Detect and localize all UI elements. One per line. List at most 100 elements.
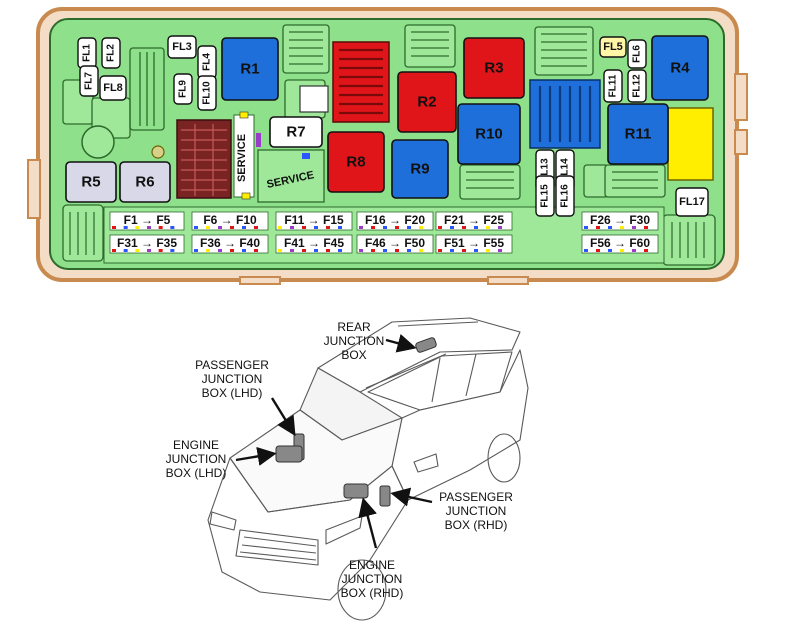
- engine-junction-box-rhd-marker: [343, 483, 369, 499]
- fuse-stub: [218, 249, 222, 252]
- fuse-range-f36-40: F36 → F40: [191, 234, 269, 254]
- fusible-link-label: FL3: [172, 41, 192, 53]
- fuse-stub: [419, 226, 423, 229]
- fuse-range-f41-45: F41 → F45: [275, 234, 353, 254]
- callout-arrows: [235, 333, 433, 549]
- yellow-block: [667, 107, 714, 181]
- fusible-link-body: [167, 35, 197, 59]
- svg-text:PASSENGER: PASSENGER: [195, 358, 269, 372]
- fuse-range-strip: [191, 234, 269, 254]
- fusible-link-fl3: FL3: [167, 35, 197, 59]
- fuse-range-f26-30: F26 → F30: [581, 211, 659, 231]
- fusible-link-fl12: FL12: [627, 69, 647, 103]
- fusible-link-label: FL9: [178, 80, 189, 98]
- fuse-stub: [462, 249, 466, 252]
- vehicle-headlight: [325, 515, 363, 545]
- svg-text:ENGINE: ENGINE: [173, 438, 219, 452]
- callout-rear: REAR JUNCTION BOX: [324, 320, 385, 362]
- fuse-stub: [242, 249, 246, 252]
- relay-r3: R3: [463, 37, 525, 99]
- relay-r11: R11: [607, 103, 669, 165]
- relay-label: R3: [484, 60, 503, 77]
- fuse-stub: [123, 249, 128, 252]
- fuse-stub: [498, 226, 502, 229]
- fuse-stub: [596, 249, 600, 252]
- brown-fuse-block: [176, 119, 232, 199]
- fuse-stub: [359, 249, 363, 252]
- fuse-stub: [254, 226, 258, 229]
- fusible-link-fl16: FL16: [555, 175, 575, 217]
- fuse-stub: [632, 249, 636, 252]
- fuse-range-f21-25: F21 → F25: [435, 211, 513, 231]
- relay-label: R9: [410, 161, 429, 178]
- fusible-link-fl17: FL17: [675, 187, 709, 217]
- fuse-stub: [438, 249, 442, 252]
- pin-header: [129, 47, 165, 131]
- svg-text:JUNCTION: JUNCTION: [166, 452, 227, 466]
- relay-r2: R2: [397, 71, 457, 133]
- fusible-link-label: FL8: [103, 82, 123, 94]
- fuse-stub: [170, 249, 175, 252]
- fusible-link-fl15: FL15: [535, 175, 555, 217]
- svg-text:BOX: BOX: [341, 348, 366, 362]
- fusible-link-body: [535, 175, 555, 217]
- fuse-stub: [644, 249, 648, 252]
- fuse-stub: [596, 226, 600, 229]
- fusible-link-body: [173, 73, 193, 105]
- fuse-stub: [474, 226, 478, 229]
- fuse-range-label: F51 → F55: [444, 236, 504, 250]
- svg-text:BOX (LHD): BOX (LHD): [166, 466, 227, 480]
- fuse-stub: [242, 226, 246, 229]
- fusible-link-fl1: FL1: [77, 37, 97, 69]
- fuse-range-label: F6 → F10: [203, 213, 257, 227]
- callout-passenger-rhd: PASSENGER JUNCTION BOX (RHD): [439, 490, 513, 532]
- fuse-stub: [230, 226, 234, 229]
- fuse-range-strip: [581, 211, 659, 231]
- fusible-link-label: FL4: [202, 53, 213, 71]
- fuse-range-label: F21 → F25: [444, 213, 504, 227]
- connector-ribs: [69, 31, 705, 258]
- fuse-stub: [620, 249, 624, 252]
- service-yellow-fuse: [241, 192, 251, 200]
- fuse-stub: [359, 226, 363, 229]
- fusible-link-body: [99, 75, 127, 101]
- fuse-stub: [206, 249, 210, 252]
- vehicle-front-wheel: [337, 559, 387, 621]
- fuse-range-label: F1 → F5: [124, 213, 171, 227]
- fuse-stub: [438, 226, 442, 229]
- relay-label: R7: [286, 124, 305, 141]
- relay-label: R10: [475, 126, 503, 143]
- fuse-stub: [326, 226, 330, 229]
- fuse-stub: [371, 226, 375, 229]
- vehicle-grille: [235, 529, 319, 566]
- svg-text:REAR: REAR: [337, 320, 371, 334]
- fusible-link-label: FL13: [540, 158, 551, 182]
- fuse-stub: [486, 226, 490, 229]
- fusible-link-fl11: FL11: [603, 69, 623, 103]
- vehicle-rear-wheel: [487, 433, 521, 483]
- fusible-link-fl5: FL5: [599, 36, 627, 58]
- fuse-stub: [419, 249, 423, 252]
- relay-body: [119, 161, 171, 203]
- fusible-link-fl4: FL4: [197, 45, 217, 79]
- fuse-stub: [498, 249, 502, 252]
- fuse-stub: [383, 226, 387, 229]
- fuse-stub: [278, 249, 282, 252]
- fuse-stub: [218, 226, 222, 229]
- fuse-range-strip: [435, 211, 513, 231]
- passenger-junction-box-rhd-marker: [379, 485, 391, 507]
- blue-fuse-block-slots: [538, 86, 592, 142]
- relay-label: R1: [240, 61, 259, 78]
- fuse-stub: [314, 226, 318, 229]
- fuse-stub: [450, 249, 454, 252]
- relay-body: [65, 161, 117, 203]
- rear-junction-box-marker: [415, 337, 437, 353]
- fuse-range-label: F46 → F50: [365, 236, 425, 250]
- fuse-range-strip: [581, 234, 659, 254]
- fuse-stub: [170, 226, 175, 229]
- junction-box-markers: [275, 337, 437, 507]
- service-blue-fuse: [302, 153, 310, 159]
- fusible-link-label: FL6: [632, 45, 643, 63]
- relay-label: R4: [670, 60, 690, 77]
